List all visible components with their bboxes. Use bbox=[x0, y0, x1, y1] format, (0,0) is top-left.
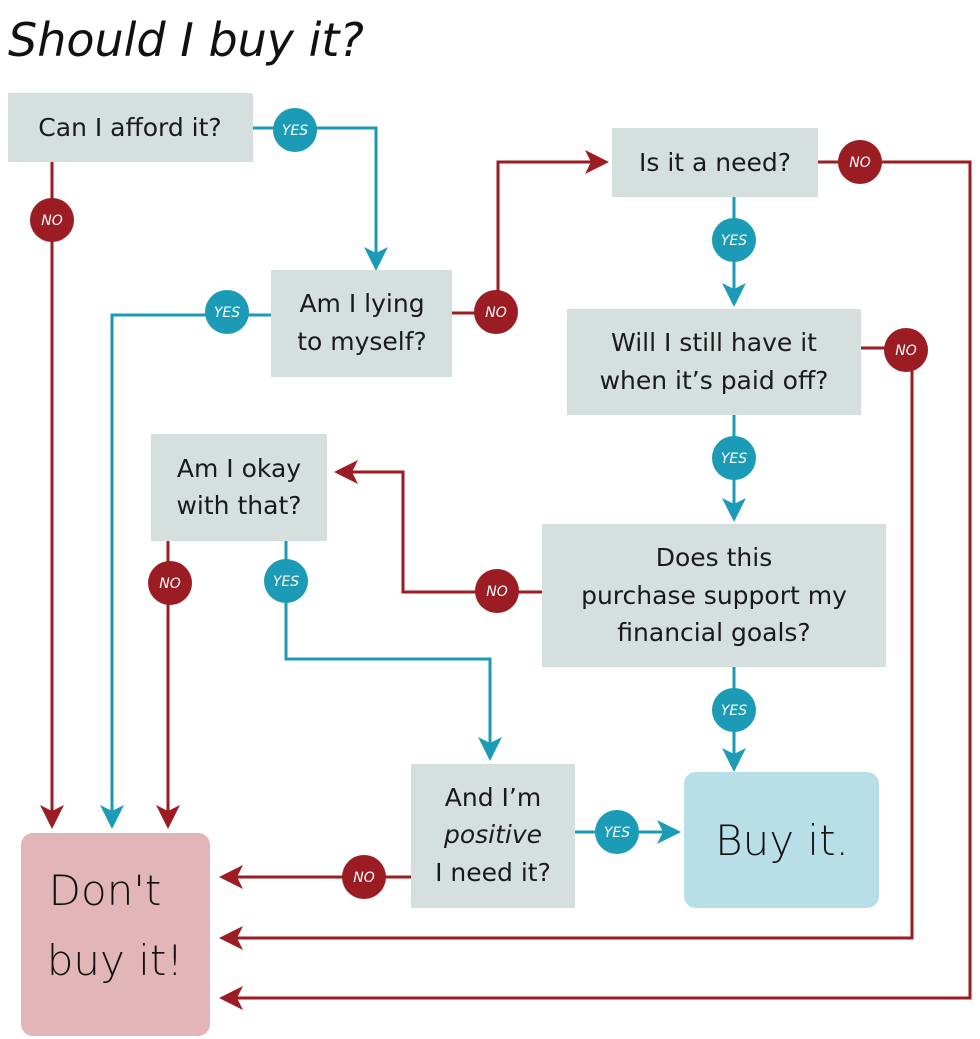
svg-text:NO: NO bbox=[159, 576, 181, 592]
node-text: to myself? bbox=[297, 327, 427, 356]
outcome-text: Don't bbox=[49, 866, 162, 915]
no-badge: NO bbox=[884, 328, 928, 372]
outcome-dont-buy: Don't buy it! bbox=[21, 833, 210, 1036]
no-badge: NO bbox=[838, 140, 882, 184]
node-text: And I’m bbox=[445, 783, 541, 812]
svg-text:NO: NO bbox=[41, 213, 63, 229]
node-text: purchase support my bbox=[581, 581, 847, 610]
need-no-arrow bbox=[219, 160, 972, 1010]
svg-text:YES: YES bbox=[721, 451, 747, 467]
no-badge: NO bbox=[30, 198, 74, 242]
yes-badge: YES bbox=[264, 559, 308, 603]
node-support: Does this purchase support my financial … bbox=[542, 524, 886, 667]
node-text: Does this bbox=[656, 543, 773, 572]
svg-text:NO: NO bbox=[485, 305, 507, 321]
svg-text:YES: YES bbox=[214, 305, 240, 321]
lying-no-arrow bbox=[452, 150, 609, 315]
no-badge: NO bbox=[474, 290, 518, 334]
no-badge: NO bbox=[342, 855, 386, 899]
node-text: Is it a need? bbox=[639, 148, 791, 177]
svg-text:NO: NO bbox=[895, 343, 917, 359]
no-badge: NO bbox=[475, 569, 519, 613]
node-afford: Can I afford it? bbox=[8, 93, 253, 162]
yes-badge: YES bbox=[595, 810, 639, 854]
node-text: Am I okay bbox=[177, 454, 301, 483]
outcome-text: buy it! bbox=[47, 936, 183, 985]
svg-text:YES: YES bbox=[721, 233, 747, 249]
okay-yes-arrow bbox=[284, 541, 502, 761]
node-text: Will I still have it bbox=[611, 328, 817, 357]
svg-text:YES: YES bbox=[721, 703, 747, 719]
node-text: Am I lying bbox=[299, 289, 424, 318]
node-text: with that? bbox=[176, 491, 301, 520]
node-positive: And I’m positive I need it? bbox=[411, 764, 575, 908]
node-lying: Am I lying to myself? bbox=[271, 270, 452, 377]
node-text: financial goals? bbox=[617, 618, 810, 647]
page-title: Should I buy it? bbox=[8, 13, 364, 67]
svg-text:NO: NO bbox=[353, 870, 375, 886]
no-badge: NO bbox=[148, 561, 192, 605]
yes-badge: YES bbox=[712, 436, 756, 480]
node-text: Can I afford it? bbox=[38, 113, 221, 142]
afford-yes-arrow bbox=[253, 126, 388, 271]
support-no-arrow bbox=[334, 460, 542, 594]
node-text: positive bbox=[443, 820, 542, 849]
svg-text:NO: NO bbox=[486, 584, 508, 600]
yes-badge: YES bbox=[205, 290, 249, 334]
yes-badge: YES bbox=[712, 218, 756, 262]
node-need: Is it a need? bbox=[612, 128, 818, 197]
outcome-text: Buy it. bbox=[715, 816, 849, 865]
yes-badge: YES bbox=[712, 688, 756, 732]
node-text: I need it? bbox=[435, 858, 551, 887]
lying-yes-arrow bbox=[100, 313, 271, 829]
node-text: when it’s paid off? bbox=[600, 366, 829, 395]
svg-text:YES: YES bbox=[604, 825, 630, 841]
svg-text:YES: YES bbox=[273, 574, 299, 590]
yes-badge: YES bbox=[273, 108, 317, 152]
svg-text:YES: YES bbox=[282, 123, 308, 139]
node-okay: Am I okay with that? bbox=[151, 434, 327, 541]
svg-text:NO: NO bbox=[849, 155, 871, 171]
outcome-buy: Buy it. bbox=[684, 772, 879, 908]
node-still-have: Will I still have it when it’s paid off? bbox=[567, 309, 861, 415]
